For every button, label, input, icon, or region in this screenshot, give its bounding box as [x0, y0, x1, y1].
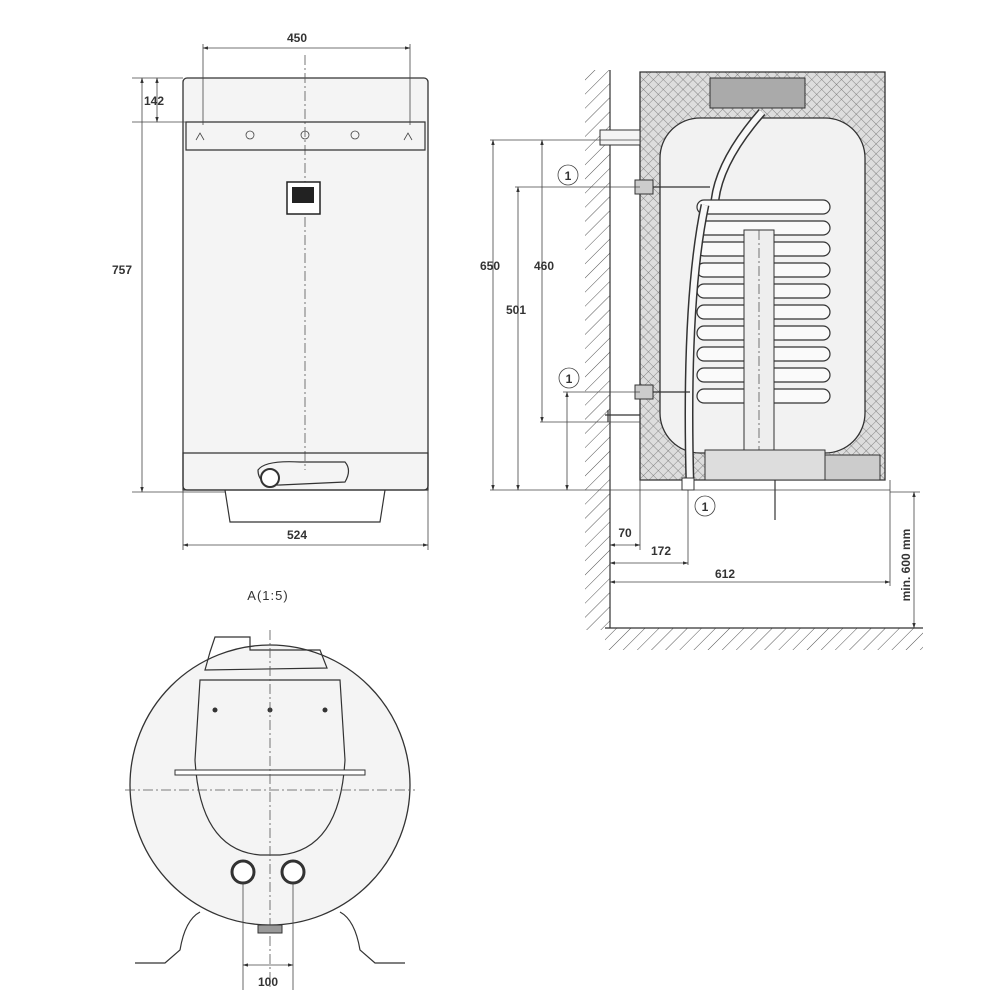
dim-min-600mm: min. 600 mm: [899, 529, 913, 602]
dim-501: 501: [506, 303, 526, 317]
side-section-view: 650 460 501 1 1 1 70 172 612 min. 600: [480, 70, 923, 650]
dim-460: 460: [534, 259, 554, 273]
svg-text:1: 1: [566, 372, 573, 386]
svg-text:1: 1: [565, 169, 572, 183]
floor: [605, 628, 923, 650]
dim-142: 142: [144, 94, 164, 108]
back-plate: [194, 679, 346, 856]
callout-1-top: 1: [557, 164, 579, 186]
dim-650: 650: [480, 259, 500, 273]
heater-body: [182, 77, 429, 491]
thermostat-knob: [260, 468, 280, 488]
dim-100: 100: [258, 975, 278, 989]
bottom-view: A(1:5) 100: [125, 588, 415, 990]
dim-172: 172: [651, 544, 671, 558]
coil-turn: [696, 199, 831, 215]
svg-text:1: 1: [702, 500, 709, 514]
pipe-connection-left: [230, 859, 256, 885]
dim-612: 612: [715, 567, 735, 581]
callout-1-bottom: 1: [694, 495, 716, 517]
dim-757: 757: [112, 263, 132, 277]
front-view: 450 142 757 524: [112, 31, 429, 550]
wall: [585, 70, 610, 630]
view-caption: A(1:5): [247, 588, 288, 603]
callout-1-middle: 1: [558, 367, 580, 389]
mounting-bracket: [185, 121, 426, 151]
dim-524: 524: [287, 528, 307, 542]
support-legs: [135, 911, 405, 964]
dim-450: 450: [287, 31, 307, 45]
dim-70: 70: [618, 526, 632, 540]
pipe-connection-right: [280, 859, 306, 885]
